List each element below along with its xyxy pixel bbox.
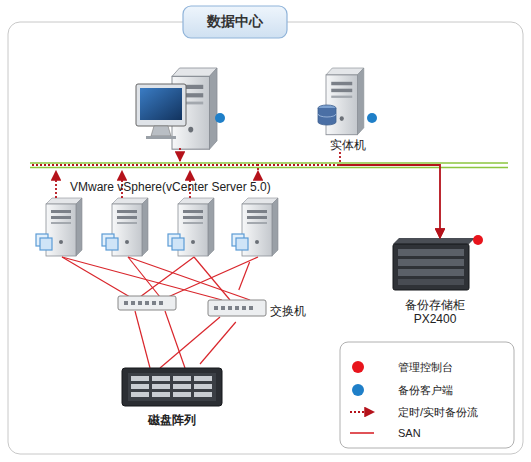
legend-box [340, 342, 514, 448]
node-label: 实体机 [316, 138, 380, 152]
node-box: 备份存储柜 PX2400 [385, 238, 485, 332]
switch-icons [118, 296, 266, 316]
disk-array-icon [122, 368, 222, 406]
legend-text: 备份客户端 [398, 383, 453, 397]
node-label: 备份存储柜 PX2400 [399, 298, 471, 326]
pc-icon [136, 68, 217, 149]
backup-flow-connector [258, 165, 440, 238]
vm-servers [36, 198, 278, 256]
node-box: 实体机 [316, 66, 380, 152]
network-bus [30, 163, 508, 168]
console-dot [473, 235, 483, 245]
legend-san-sample [350, 432, 374, 434]
backup-flow-arrow [179, 148, 181, 161]
title-box [183, 6, 287, 38]
legend-text: 定时/实时备份流 [398, 405, 478, 419]
datacenter-frame [8, 22, 523, 454]
diagram-title: 数据中心 [183, 6, 287, 38]
physical-server-icon [318, 68, 364, 135]
san-connector [239, 262, 250, 290]
backup-storage-icon [393, 238, 475, 290]
node-label: VMware vSphere(vCenter Server 5.0) [70, 180, 271, 194]
node-box: 交换机 [112, 290, 307, 322]
legend-flow-sample [350, 411, 374, 413]
legend-text: 管理控制台 [398, 360, 453, 374]
san-connector [200, 322, 236, 364]
node-label: 磁盘阵列 [118, 413, 226, 427]
node-label: 交换机 [270, 304, 306, 318]
backup-flow-connector [340, 152, 440, 238]
legend-swatch [352, 384, 364, 396]
node-box: 磁盘阵列 [118, 364, 226, 430]
legend-text: SAN [398, 426, 421, 440]
legend-swatch [352, 361, 364, 373]
client-dot [215, 113, 225, 123]
client-dot [367, 113, 377, 123]
node-box: VMware vSphere(vCenter Server 5.0) [40, 178, 302, 262]
